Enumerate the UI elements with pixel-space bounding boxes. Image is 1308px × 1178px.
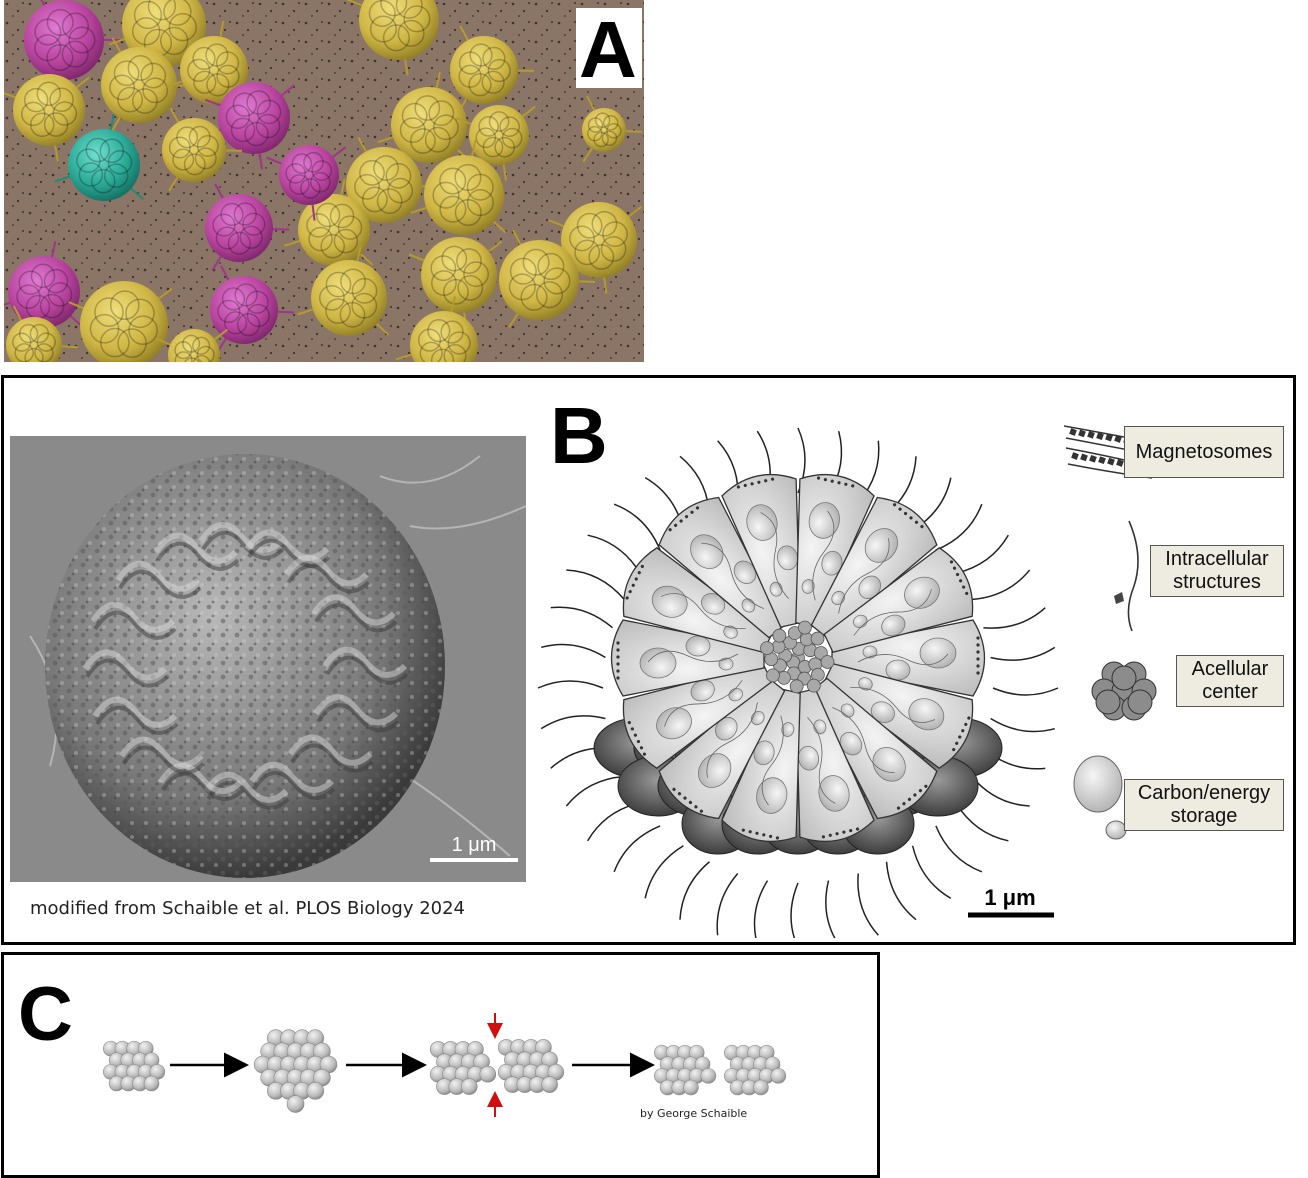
panel-a: A	[4, 0, 644, 362]
sem-scalebar-label: 1 μm	[452, 834, 497, 856]
acellular-center-cell	[821, 655, 834, 668]
flagellum	[614, 826, 660, 872]
legend-carbon: Carbon/energy storage	[1124, 779, 1284, 831]
consortium-cluster	[254, 1030, 337, 1113]
flagellum	[614, 504, 660, 550]
legend-intracellular: Intracellular structures	[1150, 545, 1284, 597]
flagellum	[645, 846, 683, 899]
flagellum	[566, 777, 624, 807]
flagellum	[858, 873, 878, 935]
flagellum	[991, 719, 1055, 732]
legend-acellular: Acellular center	[1176, 655, 1284, 707]
flagellum	[551, 607, 613, 628]
flagellum	[566, 570, 624, 600]
division-sequence: by George Schaible	[84, 985, 884, 1145]
flagellum	[826, 881, 839, 938]
sem-grayscale-image: 1 μm	[10, 436, 526, 882]
flagellum	[791, 883, 798, 938]
flagellum	[538, 681, 603, 688]
panel-b: 1 μm modified from Schaible et al. PLOS …	[1, 375, 1296, 945]
acellular-center-cell	[807, 679, 820, 692]
flagellum	[541, 716, 605, 729]
flagellum	[956, 535, 1009, 573]
consortium-cluster	[430, 1041, 496, 1094]
flagellum	[936, 826, 982, 872]
flagellum	[972, 570, 1030, 600]
flagellum	[983, 608, 1045, 628]
sem-caption: modified from Schaible et al. PLOS Biolo…	[30, 898, 465, 919]
flagellum	[717, 873, 738, 935]
flagellum	[680, 862, 710, 920]
panel-c-credit: by George Schaible	[640, 1107, 747, 1120]
flagellum	[913, 846, 951, 899]
flagellum	[588, 535, 641, 573]
consortium-cluster	[498, 1039, 564, 1092]
intracellular-structure-icon	[1114, 521, 1138, 631]
sem-colorized-image	[4, 0, 644, 362]
consortium-cluster	[103, 1041, 165, 1091]
flagellum	[972, 777, 1030, 807]
acellular-center-cell	[790, 680, 803, 693]
consortium-diagram: 1 μm	[536, 378, 1096, 938]
panel-c: C by George Schaible	[1, 952, 880, 1178]
flagellum	[755, 881, 768, 938]
consortium-cluster	[724, 1045, 786, 1095]
flagellum	[991, 647, 1055, 660]
flagellum	[541, 645, 605, 658]
flagellum	[936, 504, 982, 550]
acellular-center-cell	[761, 642, 774, 655]
panel-a-letter: A	[579, 10, 637, 90]
acellular-center-cell	[811, 632, 824, 645]
acellular-center-cell	[798, 621, 811, 634]
consortium-cluster	[654, 1045, 716, 1095]
flagellum	[993, 688, 1058, 695]
flagellum	[887, 862, 917, 920]
panel-c-letter: C	[18, 977, 73, 1053]
acellular-center-icon	[1092, 662, 1156, 720]
diagram-scalebar-label: 1 μm	[984, 885, 1035, 910]
carbon-storage-icon	[1074, 756, 1126, 839]
legend-magnetosomes: Magnetosomes	[1124, 426, 1284, 478]
acellular-center-cell	[773, 629, 786, 642]
acellular-center-cell	[766, 669, 779, 682]
